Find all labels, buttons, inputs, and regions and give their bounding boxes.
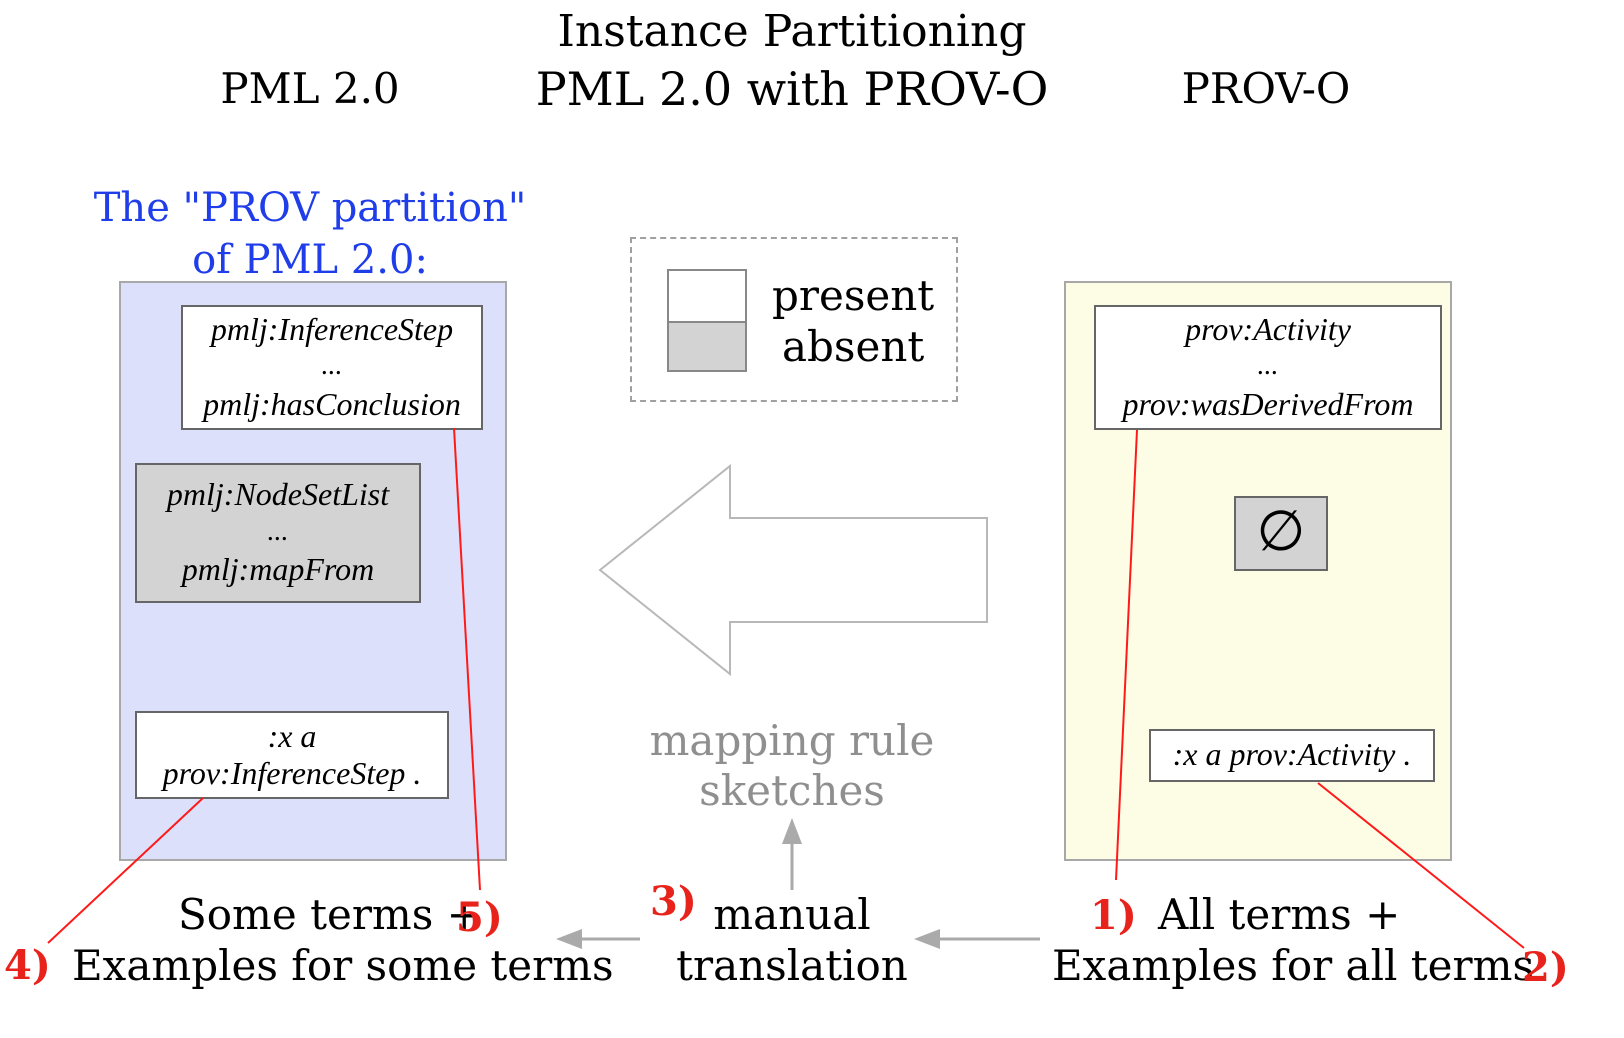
prov-box1-line3: prov:wasDerivedFrom [1122,386,1414,422]
legend-absent-swatch [667,321,747,372]
empty-set-box [1234,496,1328,571]
legend-absent-label: absent [782,322,925,371]
pml-summary-line1: Some terms + [178,890,482,939]
pml-example-box [135,711,449,799]
pml-inference-step-box [181,305,483,430]
mapping-rule-sketches-line2: sketches [699,766,885,815]
pml-box1-line2: ... [321,350,343,381]
prov-summary-line1: All terms + [1158,890,1401,939]
pml-box2-line1: pmlj:NodeSetList [166,476,390,512]
column-heading-prov-o: PROV-O [1181,64,1351,113]
pml-box2-line2: ... [267,516,289,547]
marker-5: 5) [456,894,503,941]
diagram-title-line2: PML 2.0 with PROV-O [535,62,1049,116]
manual-to-pml-arrowhead [556,929,582,949]
pml-nodesetlist-box [135,463,421,603]
pml-box1-line3: pmlj:hasConclusion [203,386,461,422]
callout-line-1 [1115,429,1138,881]
manual-translation-line1: manual [713,890,871,939]
pml-summary-line2: Examples for some terms [72,941,614,990]
column-heading-pml: PML 2.0 [220,64,400,113]
pml-box1-line1: pmlj:InferenceStep [210,311,454,347]
manual-to-sketches-arrowhead [782,818,802,844]
legend-present-swatch [667,269,747,321]
pml-box3-line1: :x a [267,718,317,754]
marker-4: 4) [4,942,51,989]
big-left-arrow [598,463,988,677]
callout-line-4 [47,797,204,944]
prov-to-manual-arrowhead [914,929,940,949]
prov-example-box [1149,729,1435,782]
pml-box2-line3: pmlj:mapFrom [181,551,375,587]
marker-3: 3) [650,878,697,925]
mapping-rule-sketches-line1: mapping rule [649,716,935,765]
prov-box1-line2: ... [1257,350,1279,381]
prov-box3-line1: :x a prov:Activity . [1172,736,1412,772]
legend-box [630,237,958,402]
prov-summary-line2: Examples for all terms [1052,941,1534,990]
prov-activity-box [1094,305,1442,430]
legend-present-label: present [772,271,935,320]
prov-box1-line1: prov:Activity [1185,311,1351,347]
prov-partition-heading-line2: of PML 2.0: [192,237,428,283]
prov-partition-heading-line1: The "PROV partition" [93,185,527,231]
empty-set-icon: ∅ [1256,499,1306,564]
diagram-title-line1: Instance Partitioning [557,6,1027,57]
callout-line-2 [1317,782,1525,949]
marker-1: 1) [1090,892,1137,939]
marker-2: 2) [1522,944,1569,991]
pml-box3-line2: prov:InferenceStep . [162,755,422,791]
manual-translation-line2: translation [676,941,908,990]
callout-line-5 [453,427,481,891]
